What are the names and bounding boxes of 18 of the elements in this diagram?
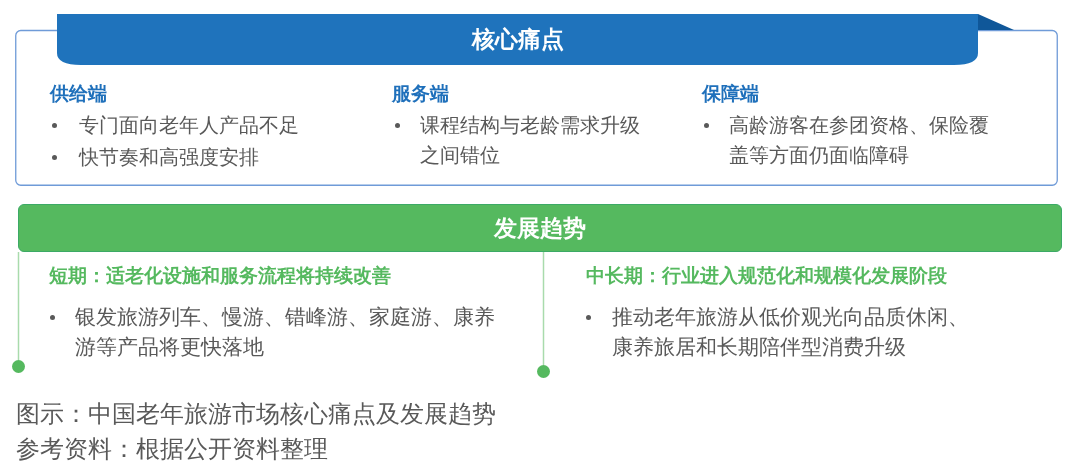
list-item: 银发旅游列车、慢游、错峰游、家庭游、康养游等产品将更快落地 xyxy=(75,304,496,361)
list-item: 课程结构与老龄需求升级之间错位 xyxy=(420,112,641,169)
heading-banner: 核心痛点 xyxy=(57,14,1014,65)
timeline-line xyxy=(17,251,20,361)
caption: 图示：中国老年旅游市场核心痛点及发展趋势 xyxy=(16,399,496,429)
list-item: 快节奏和高强度安排 xyxy=(79,144,259,171)
source-note: 参考资料：根据公开资料整理 xyxy=(16,434,328,464)
list-item: 高龄游客在参团资格、保险覆盖等方面仍面临障碍 xyxy=(729,112,990,169)
list-item: 推动老年旅游从低价观光向品质休闲、康养旅居和长期陪伴型消费升级 xyxy=(612,304,970,361)
timeline-dot xyxy=(537,365,550,378)
panel xyxy=(15,14,1058,186)
section-banner: 发展趋势 xyxy=(18,204,1062,252)
column-heading: 服务端 xyxy=(392,81,449,105)
column-heading: 保障端 xyxy=(702,81,759,105)
timeline-dot xyxy=(12,360,25,373)
timeline-line xyxy=(542,251,545,366)
column-heading: 供给端 xyxy=(50,81,107,105)
list-item: 专门面向老年人产品不足 xyxy=(79,112,299,139)
